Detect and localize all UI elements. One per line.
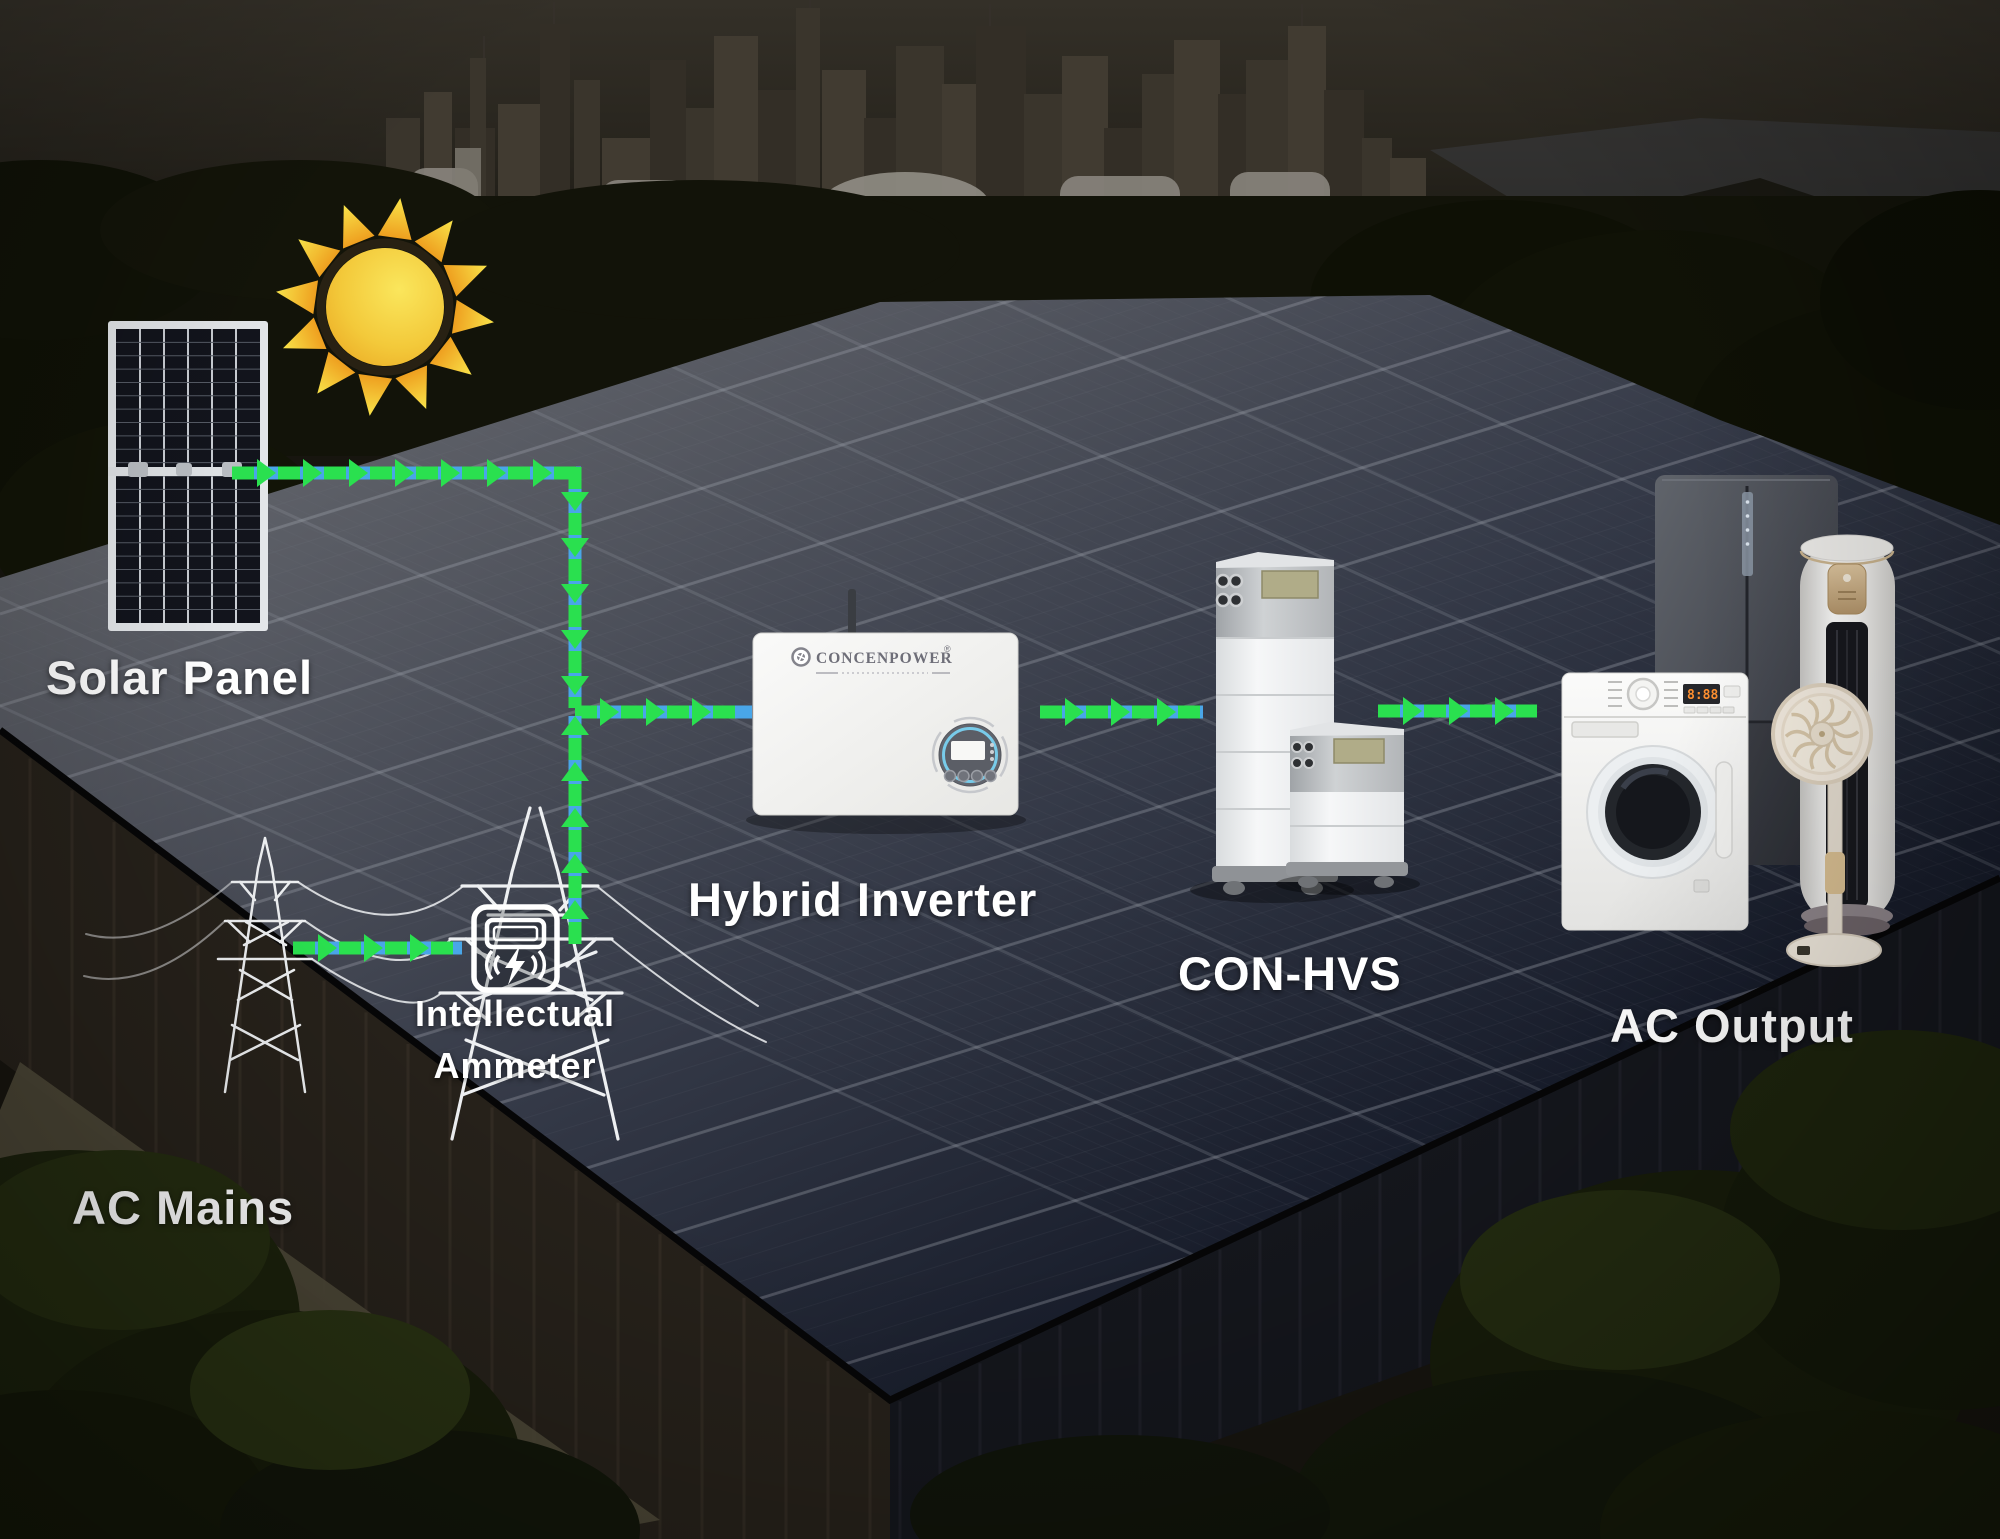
- ammeter-label-line1: Intellectual: [414, 993, 616, 1034]
- washer-door-handle[interactable]: [1715, 761, 1733, 859]
- intellectual-ammeter-icon: [471, 904, 560, 993]
- flow-solar-to-corner: [232, 459, 581, 487]
- washer-display-text: 8:88: [1687, 688, 1718, 703]
- solar-roof: [0, 295, 2000, 1400]
- right-wall: [890, 878, 2000, 1539]
- washer-program-list: [1608, 681, 1678, 707]
- fridge-display: [1742, 492, 1753, 576]
- ac-mains-label: AC Mains: [72, 1181, 295, 1234]
- inverter-control-dial[interactable]: [919, 704, 1020, 805]
- inverter-logo: CONCENPOWER ®: [791, 644, 953, 674]
- washer-dispenser[interactable]: [1571, 721, 1639, 738]
- flow-acmains-to-ammeter: [293, 934, 462, 962]
- circulation-fan: [1771, 683, 1882, 967]
- ac-control-panel[interactable]: [1827, 563, 1867, 615]
- washer-display: [1683, 684, 1720, 704]
- foreground-trees: [0, 1030, 2000, 1539]
- washing-machine: 8:88: [1561, 672, 1749, 931]
- left-wall: [0, 730, 890, 1539]
- washer-buttons[interactable]: [1683, 706, 1735, 714]
- energy-flow-lines: [232, 459, 1537, 962]
- inverter-antenna: [848, 589, 856, 637]
- flow-corner-to-junction: [561, 467, 589, 708]
- flow-junction-to-inverter: [575, 698, 752, 726]
- battery-connectors: [1215, 573, 1244, 608]
- washer-power-button[interactable]: [1723, 685, 1741, 698]
- flow-inverter-to-battery: [1040, 698, 1203, 726]
- solar-panel-label: Solar Panel: [46, 651, 313, 704]
- registered-mark: ®: [944, 644, 951, 654]
- con-hvs-label: CON-HVS: [1178, 947, 1402, 1000]
- battery-tower-short: [1276, 722, 1420, 895]
- hybrid-inverter-device: CONCENPOWER ®: [746, 589, 1026, 834]
- inverter-brand-text: CONCENPOWER: [816, 650, 953, 667]
- ac-output-label: AC Output: [1610, 999, 1854, 1052]
- hybrid-inverter-label: Hybrid Inverter: [688, 873, 1038, 926]
- ammeter-label: Intellectual Ammeter: [365, 988, 665, 1092]
- ammeter-label-line2: Ammeter: [433, 1045, 597, 1086]
- sun-icon: [276, 198, 494, 416]
- flow-ammeter-to-junction: [561, 716, 589, 944]
- flow-battery-to-output: [1378, 697, 1537, 725]
